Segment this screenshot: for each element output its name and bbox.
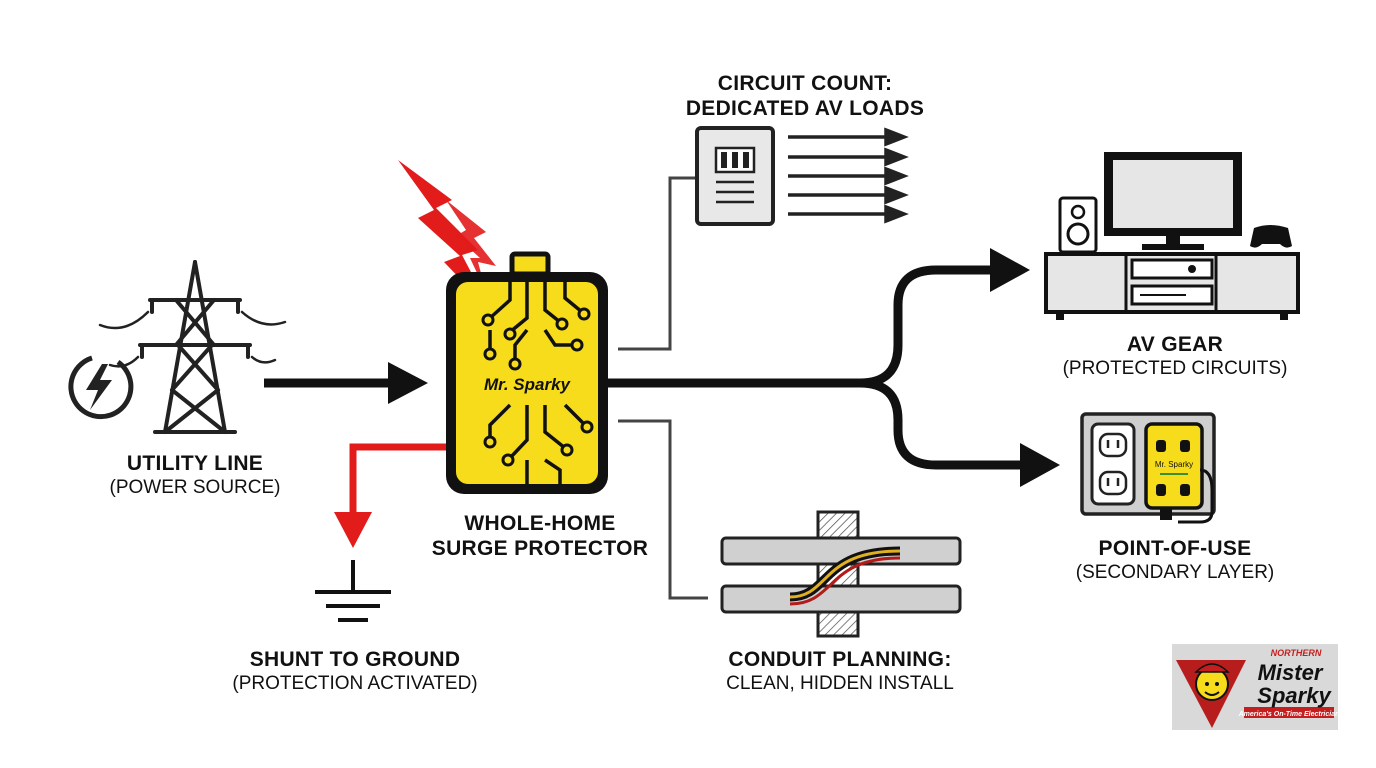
av-arrow-head bbox=[990, 248, 1030, 292]
av-gear-label: AV GEAR (PROTECTED CIRCUITS) bbox=[1045, 333, 1305, 380]
tv-console-icon bbox=[1044, 152, 1300, 320]
point-of-use-title: POINT-OF-USE bbox=[1098, 537, 1252, 560]
circuit-title-2: DEDICATED AV LOADS bbox=[685, 96, 925, 120]
point-of-use-subtitle: (SECONDARY LAYER) bbox=[1075, 561, 1275, 583]
logo-top: NORTHERN bbox=[1271, 648, 1322, 658]
logo-tagline: America's On-Time Electrician bbox=[1238, 711, 1340, 718]
av-gear-title: AV GEAR bbox=[1126, 333, 1224, 356]
power-tower-icon bbox=[98, 260, 287, 434]
outlet-icon: Mr. Sparky bbox=[1080, 412, 1216, 524]
ground-symbol-icon bbox=[315, 560, 391, 622]
protector-label: WHOLE-HOME SURGE PROTECTOR bbox=[420, 512, 660, 562]
av-gear-subtitle: (PROTECTED CIRCUITS) bbox=[1062, 357, 1288, 379]
logo-line2: Sparky bbox=[1257, 683, 1332, 708]
protector-title-2: SURGE PROTECTOR bbox=[431, 536, 649, 560]
surge-shunt-path bbox=[334, 443, 446, 548]
connector-conduit bbox=[618, 419, 708, 600]
ground-label: SHUNT TO GROUND (PROTECTION ACTIVATED) bbox=[205, 648, 505, 695]
breaker-panel-icon bbox=[695, 126, 775, 226]
ground-title: SHUNT TO GROUND bbox=[249, 648, 461, 671]
conduit-icon bbox=[720, 510, 962, 638]
output-arrows bbox=[608, 265, 1020, 470]
lightning-circle-icon bbox=[68, 355, 134, 420]
utility-line-label: UTILITY LINE (POWER SOURCE) bbox=[80, 452, 310, 499]
circuit-traces bbox=[488, 282, 587, 484]
circuit-arrows bbox=[788, 127, 909, 224]
conduit-title: CONDUIT PLANNING: bbox=[728, 648, 952, 671]
logo-line1: Mister bbox=[1258, 660, 1324, 685]
conduit-subtitle: CLEAN, HIDDEN INSTALL bbox=[726, 672, 954, 694]
input-arrow bbox=[264, 362, 428, 404]
protector-brand: Mr. Sparky bbox=[484, 375, 572, 394]
utility-subtitle: (POWER SOURCE) bbox=[109, 476, 281, 498]
utility-title: UTILITY LINE bbox=[126, 452, 264, 475]
conduit-label: CONDUIT PLANNING: CLEAN, HIDDEN INSTALL bbox=[700, 648, 980, 695]
protector-title-1: WHOLE-HOME bbox=[464, 512, 616, 535]
mister-sparky-logo: NORTHERN Mister Sparky America's On-Time… bbox=[1172, 644, 1339, 730]
connector-circuit bbox=[618, 176, 696, 351]
circuit-title-1: CIRCUIT COUNT: bbox=[717, 72, 893, 95]
point-of-use-label: POINT-OF-USE (SECONDARY LAYER) bbox=[1045, 537, 1305, 584]
outlet-device-text: Mr. Sparky bbox=[1155, 460, 1193, 469]
pou-arrow-head bbox=[1020, 443, 1060, 487]
ground-subtitle: (PROTECTION ACTIVATED) bbox=[232, 672, 478, 694]
circuit-label: CIRCUIT COUNT: DEDICATED AV LOADS bbox=[660, 72, 950, 122]
surge-protector-box: Mr. Sparky bbox=[446, 251, 608, 494]
